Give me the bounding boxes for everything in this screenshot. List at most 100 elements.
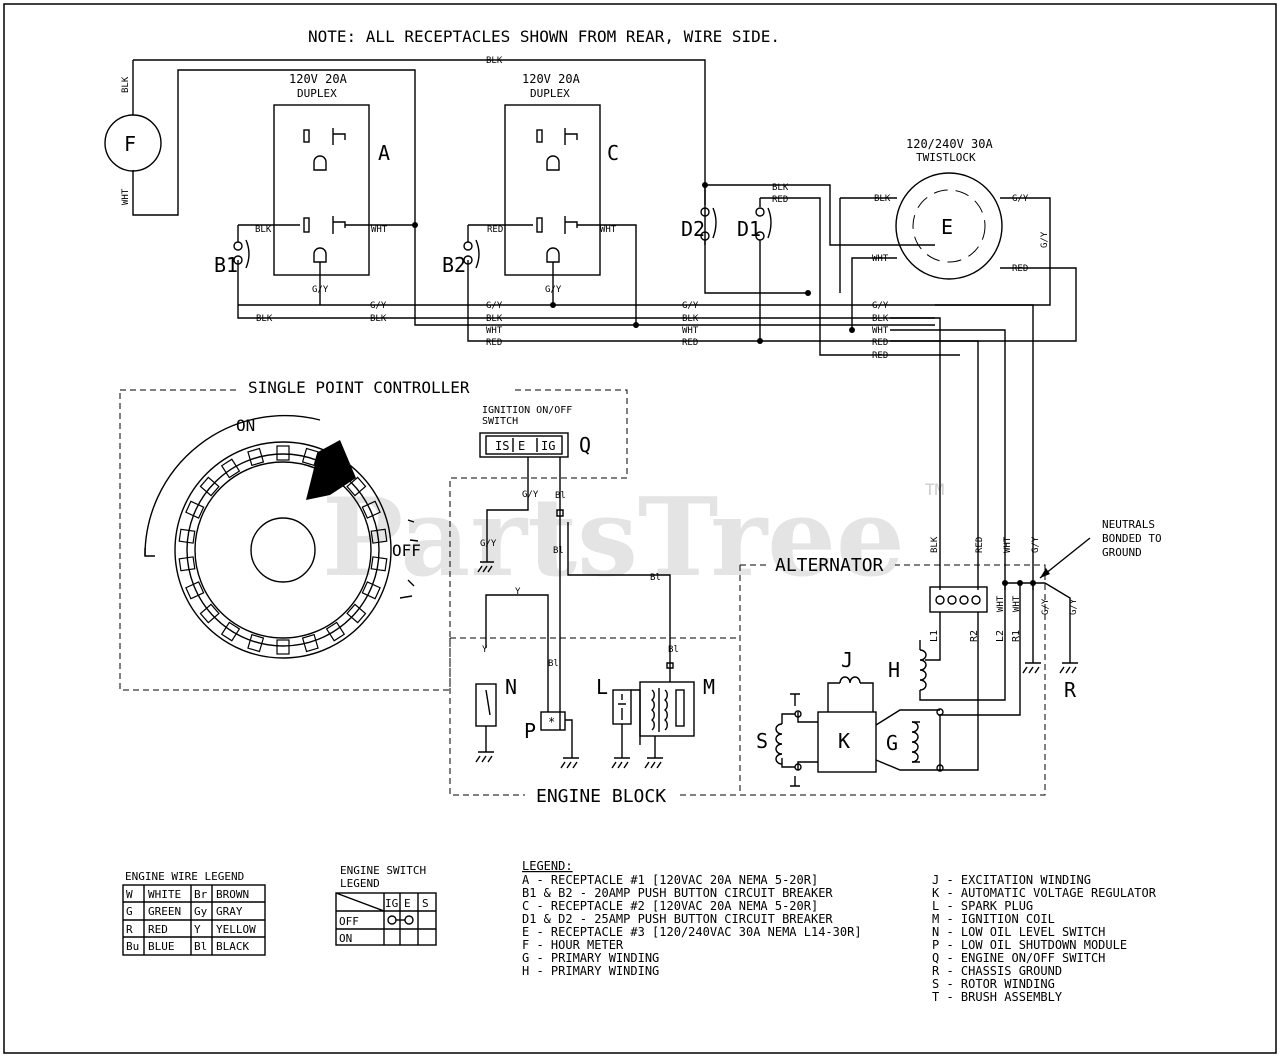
svg-text:YELLOW: YELLOW (216, 923, 256, 936)
svg-text:BLACK: BLACK (216, 940, 249, 953)
svg-text:T - BRUSH ASSEMBLY: T - BRUSH ASSEMBLY (932, 990, 1063, 1004)
svg-text:D1: D1 (737, 217, 761, 241)
svg-text:G/Y: G/Y (1031, 536, 1041, 553)
svg-text:RED: RED (682, 338, 698, 348)
svg-text:F: F (124, 132, 136, 156)
svg-text:Y: Y (482, 645, 488, 655)
svg-text:BONDED TO: BONDED TO (1102, 532, 1162, 545)
svg-text:M: M (703, 675, 715, 699)
svg-text:C: C (607, 141, 619, 165)
svg-text:G/Y: G/Y (1041, 598, 1051, 615)
svg-text:BLK: BLK (121, 76, 131, 93)
svg-text:E: E (518, 439, 525, 453)
svg-text:BLK: BLK (682, 314, 699, 324)
svg-text:L: L (596, 675, 608, 699)
svg-text:BLK: BLK (772, 183, 789, 193)
svg-text:RED: RED (872, 338, 888, 348)
svg-text:R2: R2 (969, 630, 980, 642)
svg-text:Y: Y (515, 587, 521, 597)
svg-text:Bl: Bl (553, 546, 564, 556)
svg-text:120V 20A: 120V 20A (289, 72, 348, 86)
svg-text:B1: B1 (214, 253, 238, 277)
svg-text:Y: Y (194, 923, 201, 936)
svg-text:G/Y: G/Y (370, 301, 387, 311)
svg-text:ENGINE WIRE LEGEND: ENGINE WIRE LEGEND (125, 870, 244, 883)
svg-text:RED: RED (772, 195, 788, 205)
svg-text:N - LOW OIL LEVEL SWITCH: N - LOW OIL LEVEL SWITCH (932, 925, 1105, 939)
svg-text:120/240V 30A: 120/240V 30A (906, 137, 993, 151)
svg-text:IGNITION ON/OFF: IGNITION ON/OFF (482, 405, 572, 416)
alternator-section: ALTERNATOR BLK RED WHT G/Y L1 R2 H L2 R1… (739, 518, 1162, 796)
svg-text:G/Y: G/Y (682, 301, 699, 311)
breaker-b2: B2 (442, 224, 890, 342)
svg-text:P - LOW OIL SHUTDOWN MODULE: P - LOW OIL SHUTDOWN MODULE (932, 938, 1127, 952)
svg-text:GREEN: GREEN (148, 905, 181, 918)
svg-text:IG: IG (385, 897, 398, 910)
svg-text:D2: D2 (681, 217, 705, 241)
svg-text:BLK: BLK (256, 314, 273, 324)
svg-text:R - CHASSIS GROUND: R - CHASSIS GROUND (932, 964, 1062, 978)
svg-text:G/Y: G/Y (545, 285, 562, 295)
svg-text:G/Y: G/Y (1069, 598, 1079, 615)
svg-text:P: P (524, 719, 536, 743)
svg-text:Q: Q (579, 433, 591, 457)
single-point-controller: SINGLE POINT CONTROLLER ON OFF IGNITION … (119, 378, 671, 730)
svg-text:G/Y: G/Y (872, 301, 889, 311)
svg-text:R: R (1064, 678, 1077, 702)
svg-text:B2: B2 (442, 253, 466, 277)
svg-text:WHT: WHT (996, 595, 1006, 612)
svg-text:Bl: Bl (668, 645, 679, 655)
svg-text:G: G (126, 905, 133, 918)
svg-text:WHT: WHT (1003, 536, 1013, 553)
svg-text:ON: ON (236, 416, 255, 435)
svg-text:LEGEND: LEGEND (340, 877, 380, 890)
bus-lines: G/Y BLK G/Y BLK WHT RED G/Y BLK WHT RED … (238, 182, 1034, 590)
svg-text:BLK: BLK (486, 314, 503, 324)
svg-text:G/Y: G/Y (480, 539, 497, 549)
svg-text:B1 & B2 - 20AMP PUSH BUTTON CI: B1 & B2 - 20AMP PUSH BUTTON CIRCUIT BREA… (522, 886, 833, 900)
svg-text:RED: RED (486, 338, 502, 348)
svg-text:G/Y: G/Y (522, 490, 539, 500)
svg-text:L1: L1 (929, 630, 940, 642)
svg-text:R1: R1 (1011, 630, 1022, 642)
receptacle-a: 120V 20A DUPLEX A BLK WHT G/Y (255, 72, 414, 305)
svg-text:A - RECEPTACLE #1 [120VAC 20A: A - RECEPTACLE #1 [120VAC 20A NEMA 5-20R… (522, 873, 818, 887)
svg-text:DUPLEX: DUPLEX (530, 87, 570, 100)
svg-text:WHT: WHT (872, 254, 889, 264)
svg-text:NEUTRALS: NEUTRALS (1102, 518, 1155, 531)
twistlock-e: 120/240V 30A TWISTLOCK E BLK WHT G/Y G/Y… (839, 137, 1077, 342)
svg-text:E: E (404, 897, 411, 910)
svg-text:W: W (126, 888, 133, 901)
svg-text:Bu: Bu (126, 940, 139, 953)
svg-text:M - IGNITION COIL: M - IGNITION COIL (932, 912, 1055, 926)
svg-text:G/Y: G/Y (1012, 194, 1029, 204)
watermark-tm: TM (925, 480, 944, 499)
svg-text:G: G (886, 731, 898, 755)
svg-text:C - RECEPTACLE #2 [120VAC 20A: C - RECEPTACLE #2 [120VAC 20A NEMA 5-20R… (522, 899, 818, 913)
svg-text:SINGLE POINT CONTROLLER: SINGLE POINT CONTROLLER (248, 378, 470, 397)
svg-text:OFF: OFF (392, 541, 421, 560)
top-wiring: BLK BLK WHT (121, 56, 935, 326)
svg-text:LEGEND:: LEGEND: (522, 859, 573, 873)
svg-text:S: S (756, 729, 768, 753)
svg-text:WHT: WHT (371, 225, 388, 235)
svg-text:120V 20A: 120V 20A (522, 72, 581, 86)
svg-text:WHT: WHT (872, 326, 889, 336)
svg-text:BLK: BLK (872, 314, 889, 324)
hour-meter-f: F (104, 114, 162, 172)
svg-text:E: E (941, 215, 953, 239)
svg-text:G/Y: G/Y (312, 285, 329, 295)
svg-text:WHITE: WHITE (148, 888, 181, 901)
svg-text:H: H (888, 658, 900, 682)
svg-text:A: A (378, 141, 390, 165)
engine-switch-legend: ENGINE SWITCH LEGEND IG E S OFF ON (335, 864, 437, 946)
svg-text:L2: L2 (995, 630, 1006, 642)
svg-text:WHT: WHT (486, 326, 503, 336)
svg-text:G/Y: G/Y (486, 301, 503, 311)
svg-text:RED: RED (872, 351, 888, 361)
svg-text:S - ROTOR WINDING: S - ROTOR WINDING (932, 977, 1055, 991)
parts-legend: LEGEND: A - RECEPTACLE #1 [120VAC 20A NE… (522, 859, 1157, 1004)
svg-text:WHT: WHT (600, 225, 617, 235)
svg-text:K - AUTOMATIC VOLTAGE REGULAT: K - AUTOMATIC VOLTAGE REGULATOR (932, 886, 1157, 900)
svg-text:F - HOUR METER: F - HOUR METER (522, 938, 624, 952)
